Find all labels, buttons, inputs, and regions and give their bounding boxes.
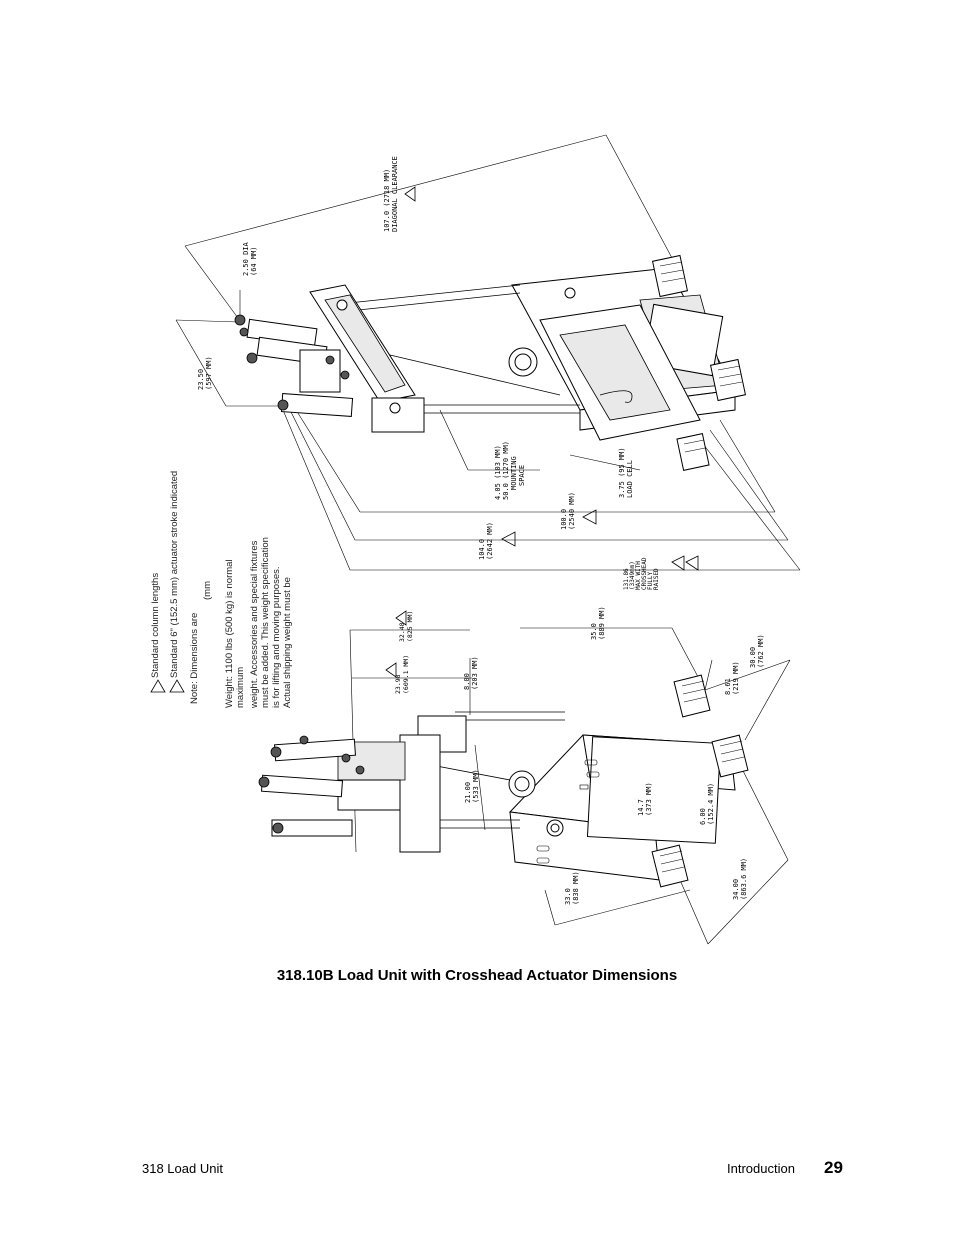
dim-diagonal-line2: DIAGONAL CLEARANCE bbox=[391, 156, 399, 232]
dim-mounting-line2: 50.0 (1270 MM) bbox=[502, 441, 510, 500]
note-weight-line5: is for lifting and moving purposes. bbox=[271, 566, 282, 708]
dim-max-line4: CROSSHEAD bbox=[641, 557, 648, 590]
svg-text:23.98 (609.1 MM): 23.98 (609.1 MM) bbox=[394, 655, 410, 694]
svg-text:107.0 (2718 MM) DIAGONAL: 107.0 (2718 MM) DIAGONAL CLEARANCE bbox=[383, 156, 399, 232]
footer-product: 318 Load Unit bbox=[142, 1161, 223, 1176]
dim-height-100-line1: 100.0 bbox=[560, 509, 568, 530]
dim-14-line2: (373 MM) bbox=[645, 782, 653, 816]
dim-max-line1: 131.86 bbox=[623, 568, 630, 590]
dim-30-line2: (762 MM) bbox=[757, 634, 765, 668]
marker1-icon bbox=[150, 679, 166, 693]
dim-column-spacing-line2: (597 MM) bbox=[205, 356, 213, 390]
dim-max-line5: FULLY bbox=[647, 572, 654, 590]
marker1-icon bbox=[582, 509, 597, 525]
svg-text:4.05 (103 MM) 50.0 (1270: 4.05 (103 MM) 50.0 (1270 MM) MOUNTING SP… bbox=[494, 437, 526, 500]
dim-load-cell-line1: 3.75 (95 MM) bbox=[618, 447, 626, 498]
dim-diagonal-line1: 107.0 (2718 MM) bbox=[383, 169, 391, 232]
dim-30-line1: 30.00 bbox=[749, 647, 757, 668]
dim-34-line1: 34.00 bbox=[732, 879, 740, 900]
dim-mounting-line4: SPACE bbox=[518, 465, 526, 486]
dim-6-line1: 6.00 bbox=[699, 808, 707, 825]
dim-33-line2: (838 MM) bbox=[572, 871, 580, 905]
dim-861-line1: 8.61 bbox=[724, 678, 732, 695]
note-weight-line6: Actual shipping weight must be bbox=[282, 577, 293, 708]
dim-column-dia-line1: 2.50 DIA bbox=[242, 241, 250, 276]
marker-pair-icon bbox=[671, 555, 699, 571]
dim-height-104-line1: 104.0 bbox=[478, 539, 486, 560]
marker2-icon bbox=[404, 186, 416, 202]
note-units-line2: (mm bbox=[202, 581, 213, 600]
dim-8-line1: 8.00 bbox=[463, 673, 471, 690]
dim-max-line6: RAISED bbox=[653, 568, 660, 590]
svg-text:104.0 (2642 MM): 104.0 (2642 MM) bbox=[478, 522, 494, 560]
dim-height-100-line2: (2540 MM) bbox=[568, 492, 576, 530]
dim-33-line1: 33.0 bbox=[564, 888, 572, 905]
dim-column-dia-line2: (64 MM) bbox=[250, 246, 258, 276]
note-weight-line2: maximum bbox=[235, 667, 246, 708]
footer-section: Introduction bbox=[727, 1161, 795, 1176]
dim-21-line1: 21.00 bbox=[464, 782, 472, 803]
dim-34-line2: (863.6 MM) bbox=[740, 858, 748, 900]
top-view-drawing: 107.0 (2718 MM) DIAGONAL CLEARANCE 2.50 … bbox=[175, 134, 801, 590]
note-standard-stroke: Standard 6" (152.5 mm) actuator stroke i… bbox=[169, 471, 180, 678]
note-standard-columns: Standard column lengths bbox=[150, 573, 161, 678]
note-weight-line1: Weight: 1100 lbs (500 kg) is normal bbox=[224, 559, 235, 708]
svg-text:35.0 (889 MM): 35.0 (889 MM) bbox=[590, 606, 606, 640]
svg-text:131.86 (3349mm) MA: 131.86 (3349mm) MAX WITH CROSSHEAD FULLY… bbox=[623, 554, 660, 590]
dim-column-spacing-line1: 23.50 bbox=[197, 369, 205, 390]
svg-text:Weight: 1100 lbs (500 kg) is n: Weight: 1100 lbs (500 kg) is normal maxi… bbox=[224, 534, 293, 709]
svg-text:6.00 (152.4 MM): 6.00 (152.4 MM) bbox=[699, 783, 715, 825]
marker2-icon bbox=[385, 662, 397, 678]
dim-max-line3: MAX WITH bbox=[635, 561, 642, 590]
page-number: 29 bbox=[824, 1158, 843, 1177]
note-weight-line4: must be added. This weight specification bbox=[260, 537, 271, 708]
svg-text:14.7 (373 MM): 14.7 (373 MM) bbox=[637, 782, 653, 816]
bottom-view-drawing: 32.48 (825 MM) 23.98 (609.1 MM) 8.00 (20… bbox=[258, 606, 791, 945]
note-units-line1: Note: Dimensions are bbox=[189, 613, 200, 704]
dim-14-line1: 14.7 bbox=[637, 799, 645, 816]
svg-text:32.48 (825 MM): 32.48 (825 MM) bbox=[398, 611, 414, 642]
dim-6-line2: (152.4 MM) bbox=[707, 783, 715, 825]
dim-8-line2: (203 MM) bbox=[471, 656, 479, 690]
svg-text:33.0 (838 MM): 33.0 (838 MM) bbox=[564, 871, 580, 905]
svg-text:8.00 (203 MM): 8.00 (203 MM) bbox=[463, 656, 479, 690]
dim-32-line1: 32.48 bbox=[398, 622, 406, 642]
notes-block: Standard column lengths Standard 6" (152… bbox=[150, 471, 293, 709]
marker2-icon bbox=[395, 610, 407, 626]
svg-text:23.50 (597 MM): 23.50 (597 MM) bbox=[197, 356, 213, 390]
svg-text:2.50 DIA (64 MM): 2.50 DIA (64 MM) bbox=[242, 238, 258, 276]
dim-35-line2: (889 MM) bbox=[598, 606, 606, 640]
dim-35-line1: 35.0 bbox=[590, 623, 598, 640]
dim-mounting-line1: 4.05 (103 MM) bbox=[494, 445, 502, 500]
svg-text:34.00 (863.6 MM): 34.00 (863.6 MM) bbox=[732, 858, 748, 900]
note-weight-line3: weight. Accessories and special fixtures bbox=[249, 540, 260, 709]
marker1-icon bbox=[501, 531, 516, 547]
dim-mounting-line3: MOUNTING bbox=[510, 456, 518, 490]
svg-text:30.00 (762 MM): 30.00 (762 MM) bbox=[749, 634, 765, 668]
svg-text:100.0 (2540 MM): 100.0 (2540 MM) bbox=[560, 492, 576, 530]
svg-text:3.75 (95 MM) LOAD CELL: 3.75 (95 MM) LOAD CELL bbox=[618, 443, 634, 498]
dim-32-line2: (825 MM) bbox=[406, 611, 414, 642]
dim-861-line2: (219 MM) bbox=[732, 661, 740, 695]
dim-height-104-line2: (2642 MM) bbox=[486, 522, 494, 560]
figure-caption: 318.10B Load Unit with Crosshead Actuato… bbox=[276, 967, 678, 984]
dim-load-cell-line2: LOAD CELL bbox=[626, 460, 634, 498]
marker2-icon bbox=[169, 679, 185, 693]
svg-text:8.61 (219 MM): 8.61 (219 MM) bbox=[724, 661, 740, 695]
dim-21-line2: (533 MM) bbox=[472, 769, 480, 803]
dim-max-line2: (3349mm) bbox=[629, 561, 636, 590]
svg-text:21.00 (533 MM): 21.00 (533 MM) bbox=[464, 769, 480, 803]
dim-23-line1: 23.98 bbox=[394, 674, 402, 694]
dim-23-line2: (609.1 MM) bbox=[402, 655, 410, 694]
